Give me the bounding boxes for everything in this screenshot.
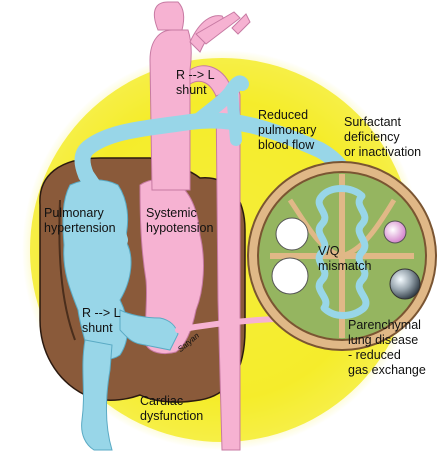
label-vq-mismatch: V/Q mismatch xyxy=(318,244,371,274)
alveolus xyxy=(276,218,308,250)
alveolus xyxy=(390,269,420,299)
label-systemic-hypotension: Systemic hypotension xyxy=(146,206,213,236)
label-pulmonary-hypertension: Pulmonary hypertension xyxy=(44,206,116,236)
label-shunt-top: R --> L shunt xyxy=(176,68,215,98)
aorta xyxy=(150,30,191,190)
label-cardiac-dysfunction: Cardiac dysfunction xyxy=(140,394,203,424)
label-surfactant: Surfactant deficiency or inactivation xyxy=(344,115,421,160)
alveolus xyxy=(384,221,406,243)
alveolus xyxy=(272,258,308,294)
label-shunt-heart: R --> L shunt xyxy=(82,306,121,336)
label-parenchymal: Parenchymal lung disease - reduced gas e… xyxy=(348,318,426,378)
label-reduced-flow: Reduced pulmonary blood flow xyxy=(258,108,316,153)
